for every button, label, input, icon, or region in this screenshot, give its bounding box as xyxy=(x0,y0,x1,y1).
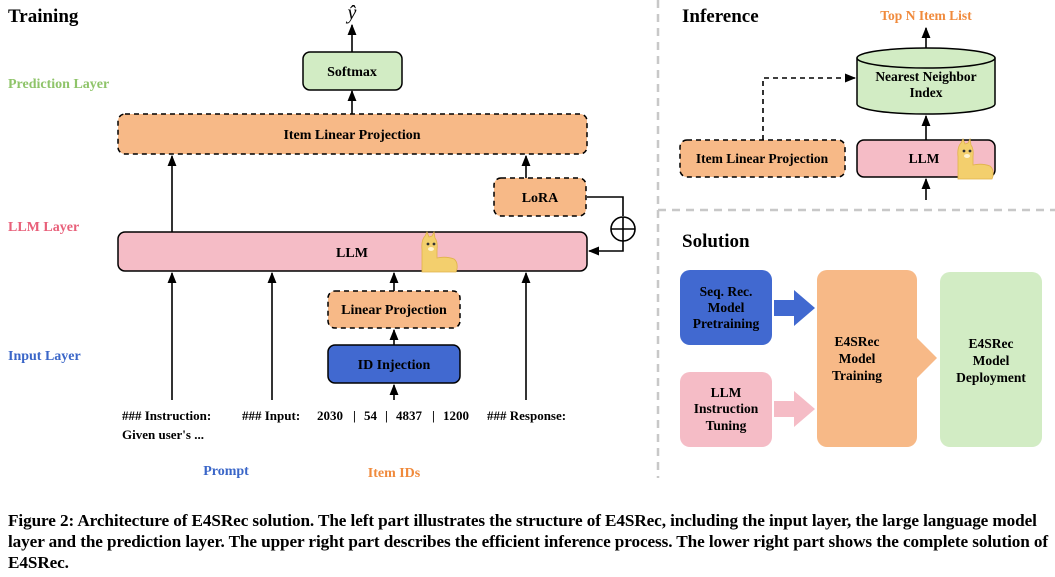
id-injection-box xyxy=(327,344,461,384)
linear-projection-label: Linear Projection xyxy=(341,303,447,318)
nn-index-label-line2: Index xyxy=(909,85,942,100)
inference-llm-label: LLM xyxy=(909,151,940,166)
softmax-label: Softmax xyxy=(327,65,377,80)
lora-label: LoRA xyxy=(522,191,559,206)
prompt-label: Prompt xyxy=(203,464,249,479)
inference-title: Inference xyxy=(682,6,759,27)
deployment-line1: E4SRec xyxy=(969,336,1014,351)
id-separator: | xyxy=(353,408,356,423)
seq-rec-pretraining-box xyxy=(680,270,772,345)
e4srec-deployment-box xyxy=(940,272,1042,447)
nearest-neighbor-index-cylinder xyxy=(856,47,996,115)
id-separator: | xyxy=(432,408,435,423)
id-separator: | xyxy=(385,408,388,423)
llm-tuning-line2: Instruction xyxy=(694,401,759,416)
llm-tuning-line1: LLM xyxy=(711,385,742,400)
llm-instruction-tuning-box xyxy=(680,372,772,447)
top-n-label: Top N Item List xyxy=(880,8,972,23)
input-text: ### Input: xyxy=(242,408,300,423)
item-linear-projection-box xyxy=(117,113,588,155)
training-title: Training xyxy=(8,6,79,27)
dashed-proj-to-index xyxy=(762,73,857,140)
e4srec-training-box xyxy=(817,270,917,447)
training-line1: E4SRec xyxy=(835,334,880,349)
llama-icon xyxy=(421,230,458,273)
lora-adapter-path-top xyxy=(587,196,624,216)
deployment-line2: Model xyxy=(973,353,1010,368)
seq-rec-line1: Seq. Rec. xyxy=(700,284,753,299)
solution-title: Solution xyxy=(682,231,750,252)
figure-caption: Figure 2: Architecture of E4SRec solutio… xyxy=(8,511,1049,572)
item-id-2: 4837 xyxy=(396,408,423,423)
prediction-layer-label: Prediction Layer xyxy=(8,77,109,92)
instruction-continuation: Given user's ... xyxy=(122,427,204,442)
arrow-pretraining-to-training xyxy=(774,290,815,326)
y-hat-symbol: ŷ xyxy=(346,2,357,24)
llama-icon xyxy=(957,137,994,180)
training-line2: Model xyxy=(839,351,876,366)
training-line3: Training xyxy=(832,368,882,383)
architecture-figure: Training Prediction Layer LLM Layer Inpu… xyxy=(8,0,1055,481)
inference-item-linear-projection-box xyxy=(679,139,846,178)
item-id-0: 2030 xyxy=(317,408,343,423)
instruction-text: ### Instruction: xyxy=(122,408,211,423)
id-injection-label: ID Injection xyxy=(358,358,431,373)
inference-item-linear-projection-label: Item Linear Projection xyxy=(696,151,829,166)
lora-adapter-path-bottom xyxy=(587,241,624,256)
item-linear-projection-label: Item Linear Projection xyxy=(283,128,420,143)
deployment-line3: Deployment xyxy=(956,370,1026,385)
llm-box xyxy=(117,231,588,272)
nn-index-label-line1: Nearest Neighbor xyxy=(875,69,976,84)
item-ids-label: Item IDs xyxy=(368,466,421,481)
llm-layer-label: LLM Layer xyxy=(8,220,79,235)
item-id-1: 54 xyxy=(364,408,378,423)
item-id-3: 1200 xyxy=(443,408,469,423)
llm-label: LLM xyxy=(336,246,368,261)
seq-rec-line3: Pretraining xyxy=(693,316,760,331)
arrow-tuning-to-training xyxy=(774,391,815,427)
llm-tuning-line3: Tuning xyxy=(706,418,747,433)
arrow-training-to-deployment xyxy=(897,336,937,380)
seq-rec-line2: Model xyxy=(708,300,745,315)
input-layer-label: Input Layer xyxy=(8,349,81,364)
lora-box xyxy=(493,177,587,217)
linear-projection-box xyxy=(327,290,461,329)
response-text: ### Response: xyxy=(487,408,566,423)
